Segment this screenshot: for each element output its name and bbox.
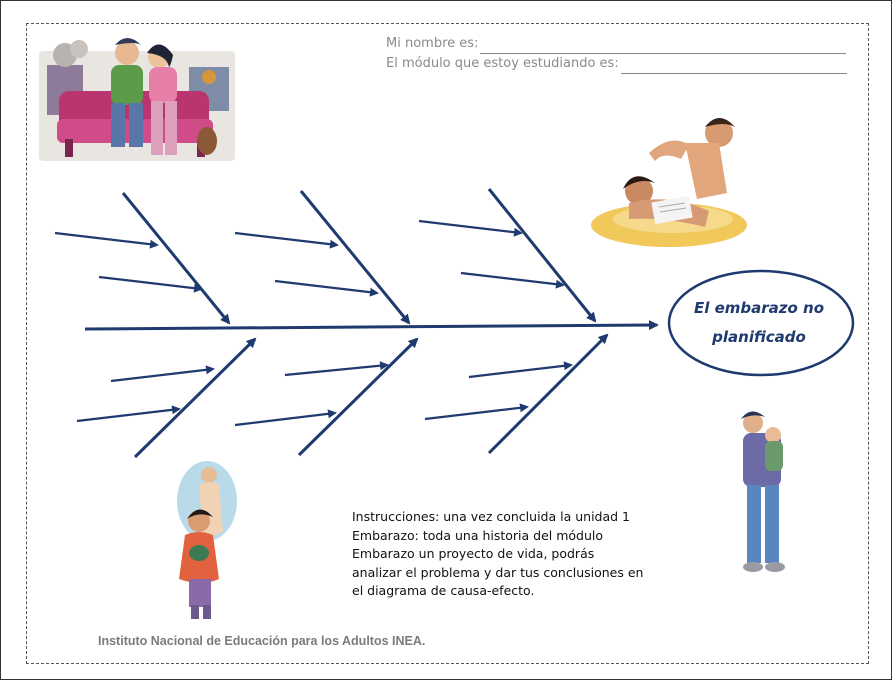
sub-cause-arrow [110,365,215,383]
instructions-text: Instrucciones: una vez concluida la unid… [352,508,672,601]
pregnant-woman-illustration [177,461,237,619]
upper-bone-3 [487,188,597,323]
module-row: El módulo que estoy estudiando es: [386,54,847,74]
instructions-line: el diagrama de causa-efecto. [352,583,535,598]
spine-arrow [84,320,659,331]
name-input-line[interactable] [480,39,847,54]
upper-bone-2 [299,190,411,325]
sub-cause-arrow [234,409,337,427]
upper-bone-1 [121,192,231,325]
sub-cause-arrow [54,231,159,249]
sub-cause-arrow [284,361,389,377]
module-input-line[interactable] [620,59,847,74]
lower-bone-2 [297,337,419,457]
young-father-with-baby-illustration [741,411,785,572]
sub-cause-arrow [468,361,573,379]
effect-label-line-1: El embarazo no [694,299,824,317]
couple-lying-reading-illustration [591,118,747,247]
couple-on-sofa-illustration [39,38,235,161]
name-label: Mi nombre es: [386,36,479,51]
sub-cause-arrow [460,271,565,289]
effect-ellipse [667,269,855,377]
student-info-header: Mi nombre es: El módulo que estoy estudi… [386,34,847,74]
dashed-border-frame [26,23,869,664]
instructions-line: analizar el problema y dar tus conclusio… [352,564,644,580]
effect-label-line-2: planificado [711,328,806,346]
module-label: El módulo que estoy estudiando es: [386,56,619,71]
sub-cause-arrow [98,275,203,293]
sub-cause-arrow [76,405,181,423]
lower-bone-3 [487,333,609,455]
instructions-line: Instrucciones: una vez concluida la unid… [352,509,630,524]
lower-bone-1 [133,337,257,459]
instructions-line: Embarazo un proyecto de vida, podrás [352,546,595,561]
name-row: Mi nombre es: [386,34,847,54]
instructions-line: Embarazo: toda una historia del módulo [352,527,604,543]
sub-cause-arrow [274,279,379,297]
sub-cause-arrow [424,403,529,421]
sub-cause-arrow [234,231,339,249]
sub-cause-arrow [418,219,523,237]
institution-footer: Instituto Nacional de Educación para los… [98,634,426,648]
